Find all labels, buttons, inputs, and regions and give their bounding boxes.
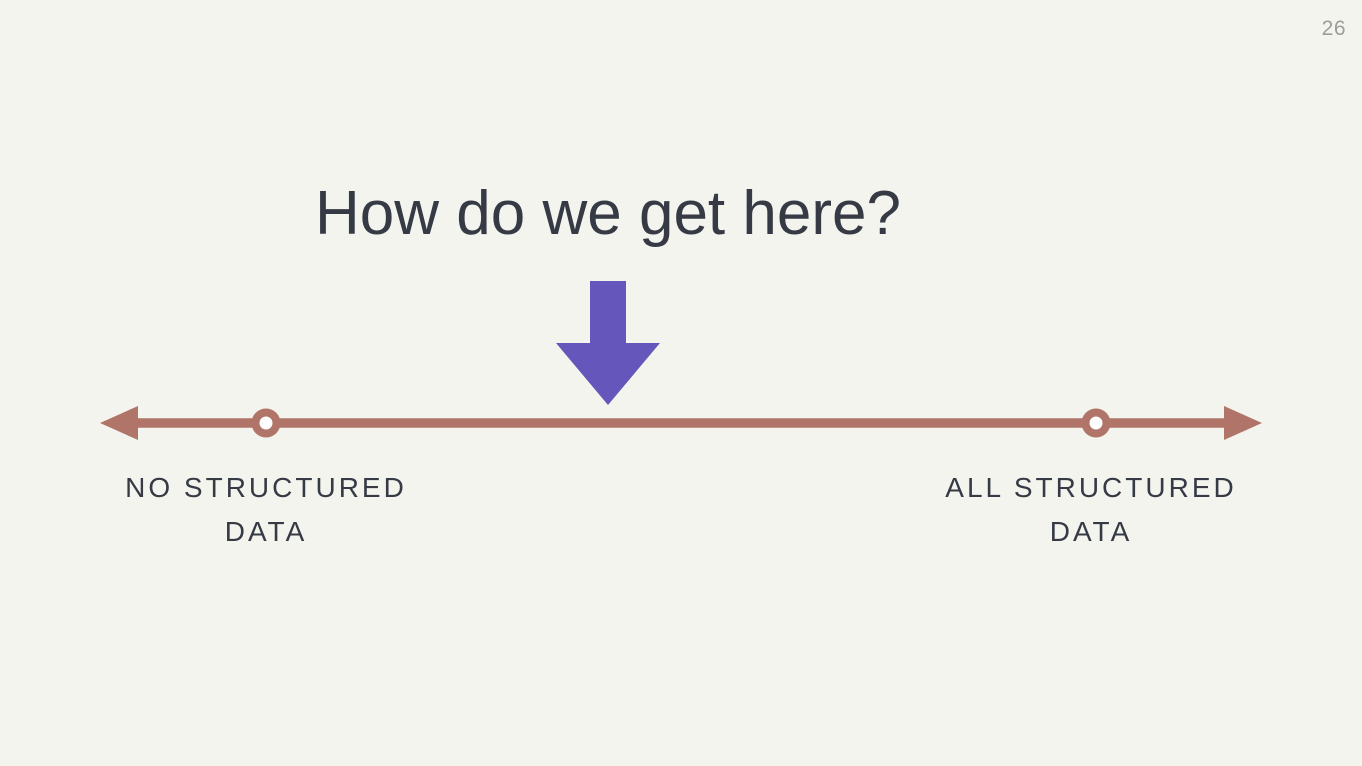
right-endpoint-label-line1: ALL STRUCTURED bbox=[945, 472, 1237, 503]
right-endpoint-label: ALL STRUCTURED DATA bbox=[911, 466, 1271, 554]
page-number: 26 bbox=[1321, 17, 1346, 40]
right-marker-hole bbox=[1089, 416, 1103, 430]
right-arrowhead-icon bbox=[1224, 406, 1262, 440]
left-marker-hole bbox=[259, 416, 273, 430]
left-arrowhead-icon bbox=[100, 406, 138, 440]
down-arrow-icon bbox=[556, 281, 660, 405]
slide-title: How do we get here? bbox=[315, 179, 901, 248]
spectrum-axis bbox=[100, 406, 1262, 440]
left-endpoint-label-line1: NO STRUCTURED bbox=[125, 472, 407, 503]
right-endpoint-label-line2: DATA bbox=[1049, 516, 1133, 547]
left-endpoint-label: NO STRUCTURED DATA bbox=[86, 466, 446, 554]
down-arrow-shape bbox=[556, 281, 660, 405]
left-endpoint-label-line2: DATA bbox=[224, 516, 308, 547]
